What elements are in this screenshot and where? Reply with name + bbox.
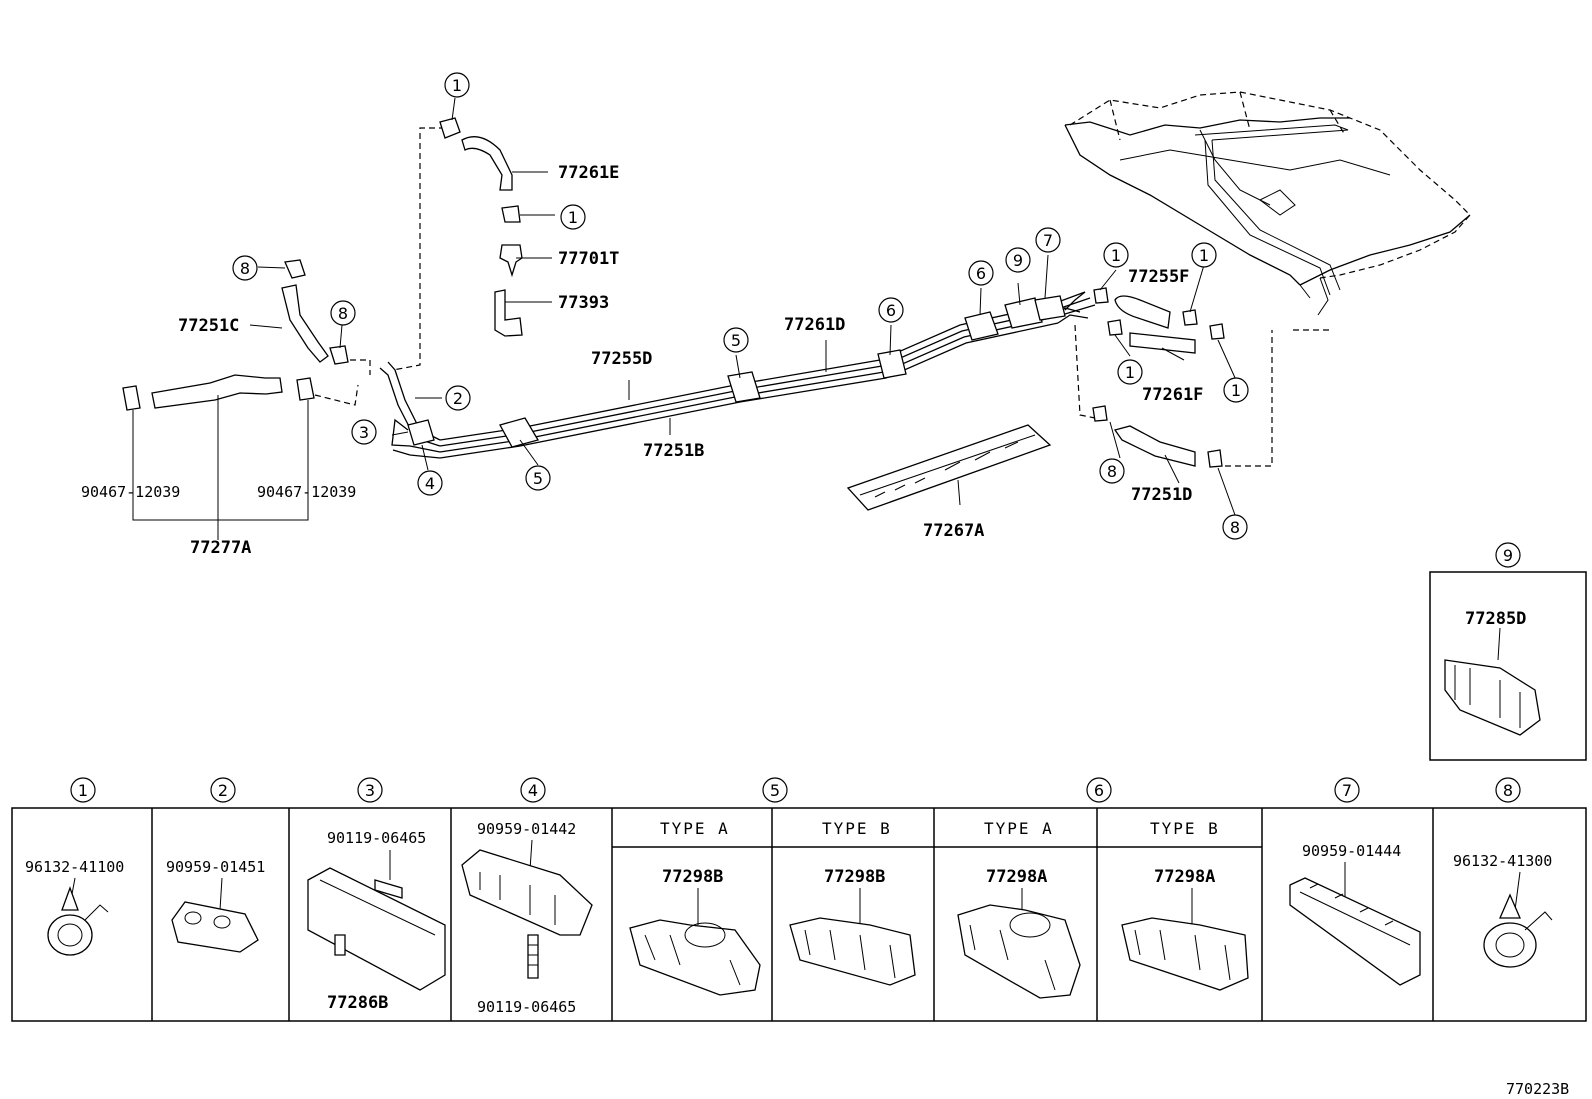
callout-8: 8 xyxy=(1230,518,1240,537)
callout-4: 4 xyxy=(425,474,435,493)
part-label: 77255D xyxy=(591,349,652,369)
part-label: 77393 xyxy=(558,293,609,313)
bracket-77393 xyxy=(494,289,523,337)
callout-9: 9 xyxy=(1013,251,1023,270)
hose-77255F xyxy=(1114,295,1171,329)
part-label: 77261F xyxy=(1142,385,1203,405)
callout-1: 1 xyxy=(1125,363,1135,382)
legend-part: 77298A xyxy=(1154,867,1215,887)
part-label: 77285D xyxy=(1465,609,1526,629)
clip-77251C-top xyxy=(284,259,306,279)
fuel-pipe-assembly xyxy=(379,291,1096,459)
callout-8: 8 xyxy=(240,259,250,278)
legend-callout-8: 8 xyxy=(1503,781,1513,800)
part-label: 77255F xyxy=(1128,267,1189,287)
legend-part: 90119-06465 xyxy=(477,998,576,1016)
part-label: 77251B xyxy=(643,441,704,461)
part-label: 77261D xyxy=(784,315,845,335)
legend-type: TYPE B xyxy=(1150,819,1220,838)
legend-part: 90959-01451 xyxy=(166,858,265,876)
dashed-connectors xyxy=(314,127,1273,467)
legend-type: TYPE B xyxy=(822,819,892,838)
callout-8: 8 xyxy=(338,304,348,323)
legend-part: 77298B xyxy=(824,867,885,887)
legend-part: 90119-06465 xyxy=(327,829,426,847)
part-label: 77251C xyxy=(178,316,239,336)
legend-part: 77286B xyxy=(327,993,388,1013)
hose-77277A xyxy=(151,374,283,409)
clip-77251C-bottom xyxy=(329,345,349,365)
legend-part: 90959-01444 xyxy=(1302,842,1401,860)
leader-lines xyxy=(132,97,1237,540)
callout-2: 2 xyxy=(453,389,463,408)
clips-right xyxy=(1092,287,1225,468)
part-label: 77251D xyxy=(1131,485,1192,505)
legend-callout-6: 6 xyxy=(1094,781,1104,800)
callout-5: 5 xyxy=(731,331,741,350)
callout-7: 7 xyxy=(1043,231,1053,250)
part-label: 77267A xyxy=(923,521,984,541)
legend-part: 90959-01442 xyxy=(477,820,576,838)
callout-1: 1 xyxy=(1199,246,1209,265)
legend-callout-1: 1 xyxy=(78,781,88,800)
legend-callout-4: 4 xyxy=(528,781,538,800)
hose-77261F xyxy=(1129,332,1196,354)
hose-77251C xyxy=(281,284,329,363)
legend-callout-5: 5 xyxy=(770,781,780,800)
part-labels: 77261E 77701T 77393 77251C 77255D 77261D… xyxy=(81,163,1203,558)
legend-part: 96132-41300 xyxy=(1453,852,1552,870)
figure-code: 770223B xyxy=(1506,1080,1569,1098)
legend-callout-7: 7 xyxy=(1342,781,1352,800)
callout-3: 3 xyxy=(359,423,369,442)
legend-callout-2: 2 xyxy=(218,781,228,800)
callout-1: 1 xyxy=(1231,381,1241,400)
valve-77701T xyxy=(499,244,523,278)
hose-77261E xyxy=(461,136,513,191)
inset-box-9: 77285D xyxy=(1429,571,1587,761)
clip-90467-right xyxy=(296,377,315,401)
legend-part: 77298B xyxy=(662,867,723,887)
clip-90467-left xyxy=(122,385,141,411)
clip-upper xyxy=(439,117,461,139)
callout-6: 6 xyxy=(976,264,986,283)
part-label: 77261E xyxy=(558,163,619,183)
callout-6: 6 xyxy=(886,301,896,320)
callout-1: 1 xyxy=(1111,246,1121,265)
part-label: 90467-12039 xyxy=(257,483,356,501)
part-label: 77701T xyxy=(558,249,619,269)
clip-77261E-lower xyxy=(501,205,521,223)
hose-77251D xyxy=(1113,425,1196,467)
part-label: 90467-12039 xyxy=(81,483,180,501)
callout-8: 8 xyxy=(1107,462,1117,481)
callout-5: 5 xyxy=(533,469,543,488)
legend-table: 1 2 3 4 5 6 7 8 96132-41100 90959-01451 … xyxy=(11,777,1587,1022)
legend-type: TYPE A xyxy=(660,819,730,838)
legend-part: 77298A xyxy=(986,867,1047,887)
part-label: 77277A xyxy=(190,538,251,558)
callout-9: 9 xyxy=(1503,546,1513,565)
callouts-diagram: 1 1 8 8 2 3 4 5 5 6 6 9 7 1 1 1 1 8 8 xyxy=(232,72,1521,568)
callout-1: 1 xyxy=(568,208,578,227)
cover-77267A xyxy=(846,424,1052,511)
callout-1: 1 xyxy=(452,76,462,95)
legend-callout-3: 3 xyxy=(365,781,375,800)
fuel-tank-outline xyxy=(1064,91,1471,331)
legend-type: TYPE A xyxy=(984,819,1054,838)
legend-part: 96132-41100 xyxy=(25,858,124,876)
